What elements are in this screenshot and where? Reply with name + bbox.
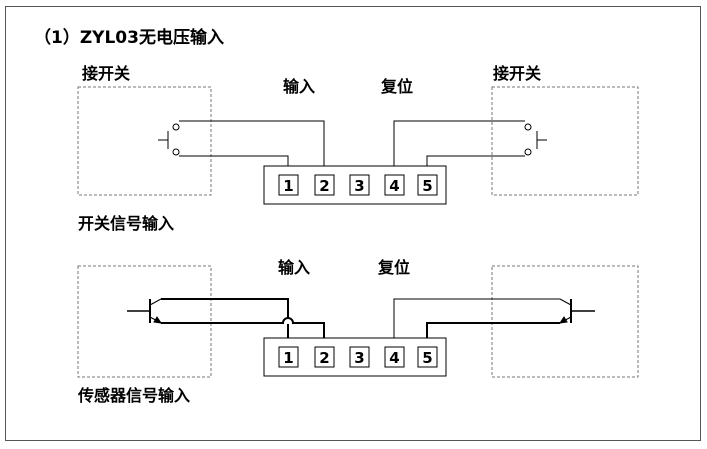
top-right-switch-box <box>491 86 639 196</box>
top-right-switch-symbol <box>524 123 547 156</box>
bottom-terminal-1: 1 <box>283 349 293 367</box>
top-terminals: 1 2 3 4 5 <box>278 174 438 196</box>
top-reset-label: 复位 <box>380 77 413 96</box>
top-input-label: 输入 <box>283 77 315 96</box>
top-terminal-1: 1 <box>283 177 293 195</box>
top-section-label: 开关信号输入 <box>78 214 174 233</box>
top-left-switch-label: 接开关 <box>82 64 130 83</box>
bottom-input-label: 输入 <box>278 258 310 277</box>
bottom-terminal-4: 4 <box>389 349 399 367</box>
top-right-switch-label: 接开关 <box>493 64 541 83</box>
bottom-terminal-3: 3 <box>354 349 364 367</box>
top-left-switch-symbol <box>158 123 180 156</box>
bottom-right-sensor-box <box>491 265 639 378</box>
bottom-terminals: 1 2 3 4 5 <box>278 346 438 368</box>
bottom-terminal-2: 2 <box>319 349 329 367</box>
top-terminal-3: 3 <box>354 177 364 195</box>
bottom-right-transistor-symbol <box>558 298 595 324</box>
bottom-left-transistor-symbol <box>127 298 163 324</box>
bottom-section-label: 传感器信号输入 <box>77 386 190 405</box>
bottom-reset-label: 复位 <box>377 258 410 277</box>
top-left-switch-box <box>77 86 212 196</box>
diagram-title: （1）ZYL03无电压输入 <box>34 27 224 48</box>
top-terminal-5: 5 <box>422 177 432 195</box>
bottom-terminal-5: 5 <box>422 349 432 367</box>
top-terminal-2: 2 <box>319 177 329 195</box>
bottom-left-sensor-box <box>77 265 212 378</box>
top-terminal-4: 4 <box>389 177 399 195</box>
